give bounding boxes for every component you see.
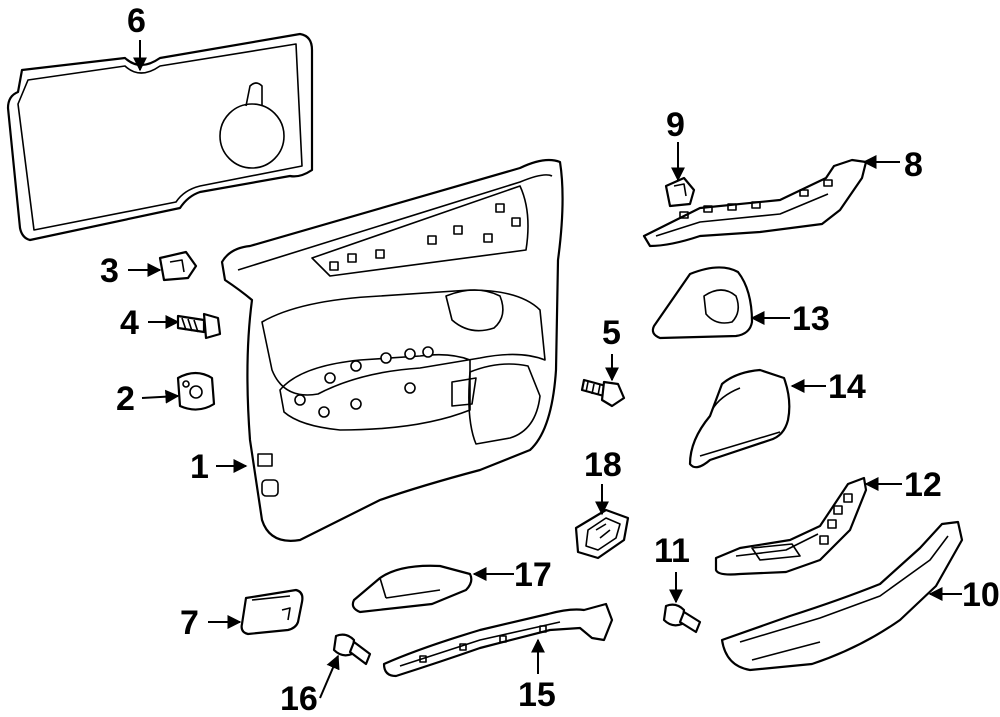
part-14-armrest-pad — [688, 368, 791, 469]
part-15-lower-trim — [382, 602, 614, 678]
callout-9: 9 — [666, 106, 685, 144]
callout-8: 8 — [904, 146, 923, 184]
part-10-lower-armrest-trim — [720, 520, 964, 672]
part-5-bolt — [580, 378, 626, 408]
part-4-screw — [176, 312, 222, 340]
callout-6: 6 — [127, 2, 146, 40]
part-18-window-switch — [574, 508, 630, 560]
part-16-screw — [332, 633, 372, 666]
callout-15: 15 — [518, 676, 556, 714]
callout-17: 17 — [514, 556, 552, 594]
callout-14: 14 — [828, 368, 866, 406]
part-9-retainer — [664, 176, 696, 208]
callout-4: 4 — [120, 304, 139, 342]
callout-10: 10 — [962, 576, 1000, 614]
part-13-speaker-cover — [651, 266, 754, 340]
callout-12: 12 — [904, 466, 942, 504]
callout-18: 18 — [584, 446, 622, 484]
part-6-water-shield — [6, 32, 314, 242]
callout-labels: 6 3 4 2 1 7 16 15 17 5 18 9 8 13 14 12 1… — [100, 2, 1000, 717]
part-1-door-trim-panel — [220, 158, 564, 542]
callout-5: 5 — [602, 314, 621, 352]
part-8-upper-trim — [642, 158, 868, 248]
part-12-switch-housing — [714, 476, 868, 576]
callout-1: 1 — [190, 448, 209, 486]
leader-lines — [128, 40, 962, 699]
leader-2 — [141, 389, 180, 404]
callout-2: 2 — [116, 380, 135, 418]
part-17-handle-cover — [351, 564, 473, 614]
leader-16 — [319, 654, 340, 699]
part-11-screw — [662, 603, 702, 634]
part-2-bracket — [176, 371, 216, 411]
part-3-clip — [158, 250, 198, 282]
callout-7: 7 — [180, 604, 199, 642]
callout-11: 11 — [654, 532, 690, 570]
callout-3: 3 — [100, 252, 119, 290]
part-7-switch-bezel — [240, 588, 304, 636]
callout-13: 13 — [792, 300, 830, 338]
callout-16: 16 — [280, 680, 318, 717]
